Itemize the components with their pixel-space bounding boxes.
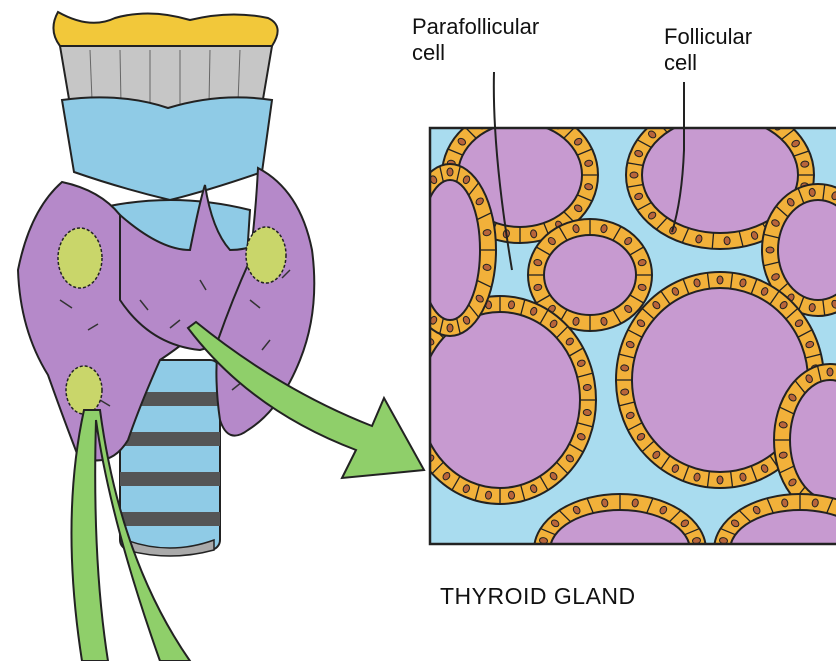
cell-border	[409, 213, 423, 220]
nucleus	[717, 276, 723, 284]
colloid	[550, 510, 690, 590]
cell-border	[417, 444, 431, 452]
follicular-label-line2: cell	[664, 50, 752, 76]
nucleus	[752, 585, 761, 595]
nucleus	[408, 229, 417, 237]
cell-border	[827, 587, 833, 602]
cell-border	[407, 373, 422, 377]
nucleus	[809, 188, 816, 197]
epiglottis	[53, 12, 277, 46]
nucleus	[724, 237, 731, 245]
nucleus	[659, 585, 668, 595]
cell-border	[721, 565, 736, 571]
cell-border	[669, 578, 680, 589]
nucleus	[408, 384, 417, 391]
parafollicular-label-line2: cell	[412, 40, 539, 66]
colloid	[544, 235, 636, 315]
cell-border	[767, 587, 773, 602]
nucleus	[668, 115, 677, 125]
nucleus	[800, 161, 809, 168]
nucleus	[680, 572, 690, 581]
nucleus	[447, 168, 453, 176]
nucleus	[695, 106, 703, 115]
nucleus	[620, 389, 629, 396]
nucleus	[530, 112, 537, 121]
nodule	[58, 228, 102, 288]
parafollicular-cell-label: Parafollicular cell	[412, 14, 539, 66]
nucleus	[583, 409, 592, 416]
nucleus	[766, 247, 774, 253]
cell-border	[739, 103, 743, 119]
nucleus	[827, 368, 833, 376]
nucleus	[415, 197, 425, 207]
cell-border	[712, 101, 713, 117]
nodule	[246, 227, 286, 283]
cell-border	[685, 565, 700, 571]
cell-border	[544, 112, 550, 127]
nucleus	[408, 409, 417, 416]
nucleus	[408, 264, 417, 272]
nucleus	[414, 432, 424, 441]
nucleus	[781, 593, 788, 602]
nucleus	[717, 476, 723, 484]
nucleus	[550, 572, 560, 581]
cell-border	[409, 280, 423, 287]
nucleus	[750, 110, 759, 120]
nucleus	[415, 294, 425, 304]
nucleus	[583, 384, 592, 391]
follicular-cell-label: Follicular cell	[664, 24, 752, 76]
cell-border	[407, 423, 422, 427]
nucleus	[724, 105, 731, 113]
nucleus	[811, 593, 818, 602]
parafollicular-label-line1: Parafollicular	[412, 14, 539, 40]
cell-border	[647, 587, 653, 602]
cell-border	[541, 565, 556, 571]
cell-border	[417, 348, 431, 356]
nucleus	[508, 300, 515, 309]
colloid	[420, 312, 580, 488]
histology-panel	[404, 101, 836, 606]
nucleus	[414, 359, 424, 368]
cell-border	[763, 113, 772, 126]
nucleus	[809, 303, 816, 312]
nucleus	[692, 556, 701, 563]
nucleus	[630, 172, 638, 178]
nodule	[66, 366, 102, 414]
diagram-title: THYROID GLAND	[440, 583, 636, 609]
nucleus	[539, 556, 548, 563]
nucleus	[508, 491, 515, 500]
nucleus	[447, 324, 453, 332]
nucleus	[730, 572, 740, 581]
cell-border	[739, 578, 750, 589]
nucleus	[719, 556, 728, 563]
nucleus	[503, 112, 510, 121]
nucleus	[620, 364, 629, 371]
thyroid-cartilage	[62, 97, 272, 200]
follicular-label-line1: Follicular	[664, 24, 752, 50]
nucleus	[485, 491, 492, 500]
